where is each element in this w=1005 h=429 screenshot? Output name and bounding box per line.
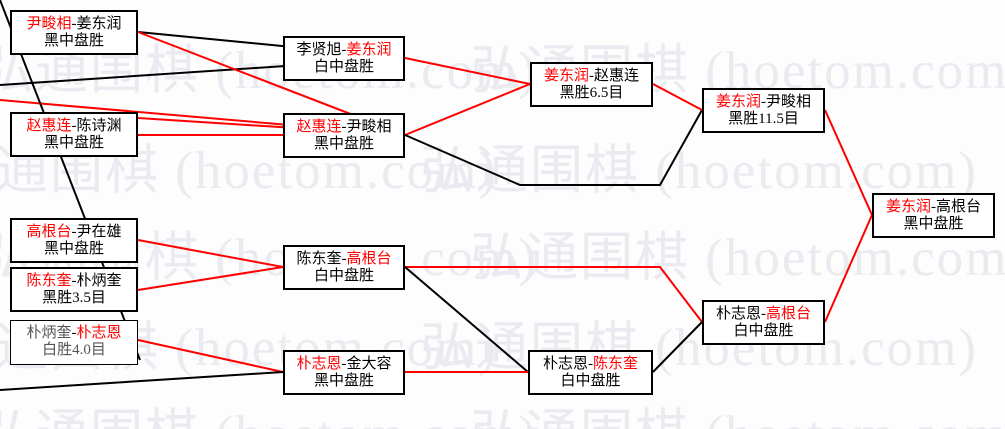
match-players: 朴炳奎-朴志恩 (11, 323, 137, 341)
player-left: 朴志恩 (715, 306, 761, 322)
match-players: 赵惠连-陈诗渊 (12, 116, 136, 134)
match-box[interactable]: 姜东润-赵惠连黑胜6.5目 (530, 62, 653, 107)
match-box[interactable]: 陈东奎-高根台白中盘胜 (283, 245, 405, 290)
player-separator: - (71, 224, 77, 240)
connector-line (824, 214, 873, 323)
player-separator: - (589, 68, 594, 84)
player-separator: - (341, 251, 347, 267)
match-box[interactable]: 尹畯相-姜东润黑中盘胜 (10, 10, 138, 55)
match-box[interactable]: 赵惠连-尹畯相黑中盘胜 (283, 113, 405, 158)
player-left: 李贤旭 (296, 42, 342, 58)
player-right: 赵惠连 (594, 68, 640, 84)
match-players: 陈东奎-高根台 (285, 249, 403, 267)
match-players: 姜东润-高根台 (874, 197, 993, 215)
match-result: 黑中盘胜 (903, 216, 964, 233)
match-result: 黑胜11.5目 (728, 111, 799, 128)
connector-line (405, 266, 703, 323)
player-separator: - (341, 42, 347, 58)
match-box[interactable]: 朴志恩-陈东奎白中盘胜 (528, 350, 653, 395)
player-right: 陈诗渊 (76, 118, 122, 134)
match-players: 赵惠连-尹畯相 (285, 117, 403, 135)
match-players: 姜东润-尹畯相 (704, 92, 823, 110)
player-right: 朴炳奎 (76, 273, 122, 289)
match-result: 黑中盘胜 (313, 136, 374, 153)
match-box[interactable]: 朴志恩-金大容黑中盘胜 (283, 350, 405, 395)
player-separator: - (931, 199, 936, 215)
match-players: 李贤旭-姜东润 (285, 40, 403, 58)
connector-line (137, 239, 284, 268)
match-players: 陈东奎-朴炳奎 (12, 271, 136, 289)
match-box[interactable]: 高根台-尹在雄黑中盘胜 (10, 218, 138, 263)
player-left: 朴志恩 (542, 356, 588, 372)
match-result: 黑胜3.5目 (42, 290, 106, 307)
player-right: 姜东润 (76, 16, 122, 32)
match-box[interactable]: 朴志恩-高根台白中盘胜 (702, 300, 825, 345)
player-left: 陈东奎 (296, 251, 342, 267)
match-result: 白中盘胜 (733, 323, 794, 340)
match-result: 黑中盘胜 (313, 373, 374, 390)
player-right: 尹畯相 (346, 119, 392, 135)
player-separator: - (341, 356, 347, 372)
match-box[interactable]: 陈东奎-朴炳奎黑胜3.5目 (10, 267, 138, 312)
player-left: 赵惠连 (296, 119, 342, 135)
match-players: 朴志恩-金大容 (285, 354, 403, 372)
match-result: 黑中盘胜 (43, 33, 104, 50)
player-left: 姜东润 (715, 94, 761, 110)
match-box[interactable]: 姜东润-高根台黑中盘胜 (872, 193, 995, 238)
player-right: 金大容 (346, 356, 392, 372)
player-separator: - (71, 16, 77, 32)
player-right: 高根台 (346, 251, 392, 267)
player-right: 高根台 (766, 306, 812, 322)
player-right: 姜东润 (346, 42, 392, 58)
player-right: 尹在雄 (76, 224, 122, 240)
player-separator: - (71, 325, 77, 341)
connector-line (137, 266, 284, 291)
player-separator: - (761, 306, 766, 322)
match-box[interactable]: 姜东润-尹畯相黑胜11.5目 (702, 88, 825, 133)
match-result: 黑中盘胜 (43, 135, 104, 152)
connector-line (652, 83, 703, 111)
player-left: 朴志恩 (296, 356, 342, 372)
match-players: 朴志恩-高根台 (704, 304, 823, 322)
player-right: 朴志恩 (76, 325, 122, 341)
player-separator: - (71, 118, 77, 134)
match-players: 朴志恩-陈东奎 (530, 354, 651, 372)
player-right: 尹畯相 (766, 94, 812, 110)
player-left: 朴炳奎 (26, 325, 72, 341)
player-right: 高根台 (936, 199, 982, 215)
connector-line (137, 339, 284, 373)
match-players: 尹畯相-姜东润 (12, 14, 136, 32)
player-separator: - (71, 273, 77, 289)
player-separator: - (588, 356, 593, 372)
match-result: 黑中盘胜 (43, 241, 104, 258)
match-result: 白胜4.0目 (42, 342, 106, 359)
player-right: 陈东奎 (593, 356, 639, 372)
player-separator: - (341, 119, 347, 135)
match-result: 白中盘胜 (313, 59, 374, 76)
connector-line (652, 321, 703, 373)
player-left: 姜东润 (543, 68, 589, 84)
player-left: 姜东润 (885, 199, 931, 215)
match-result: 白中盘胜 (313, 268, 374, 285)
connector-line (0, 371, 284, 391)
player-left: 高根台 (26, 224, 72, 240)
connector-line (404, 57, 531, 85)
match-result: 黑胜6.5目 (559, 85, 624, 102)
player-left: 赵惠连 (26, 118, 72, 134)
connector-line (404, 83, 531, 136)
match-box[interactable]: 朴炳奎-朴志恩白胜4.0目 (10, 320, 138, 365)
connector-line (404, 266, 529, 373)
player-left: 陈东奎 (26, 273, 72, 289)
player-left: 尹畯相 (26, 16, 72, 32)
player-separator: - (761, 94, 766, 110)
connector-line (404, 109, 703, 186)
match-players: 姜东润-赵惠连 (532, 66, 651, 84)
match-players: 高根台-尹在雄 (12, 222, 136, 240)
connector-line (824, 109, 873, 216)
match-box[interactable]: 赵惠连-陈诗渊黑中盘胜 (10, 112, 138, 157)
match-result: 白中盘胜 (560, 373, 621, 390)
match-box[interactable]: 李贤旭-姜东润白中盘胜 (283, 36, 405, 81)
